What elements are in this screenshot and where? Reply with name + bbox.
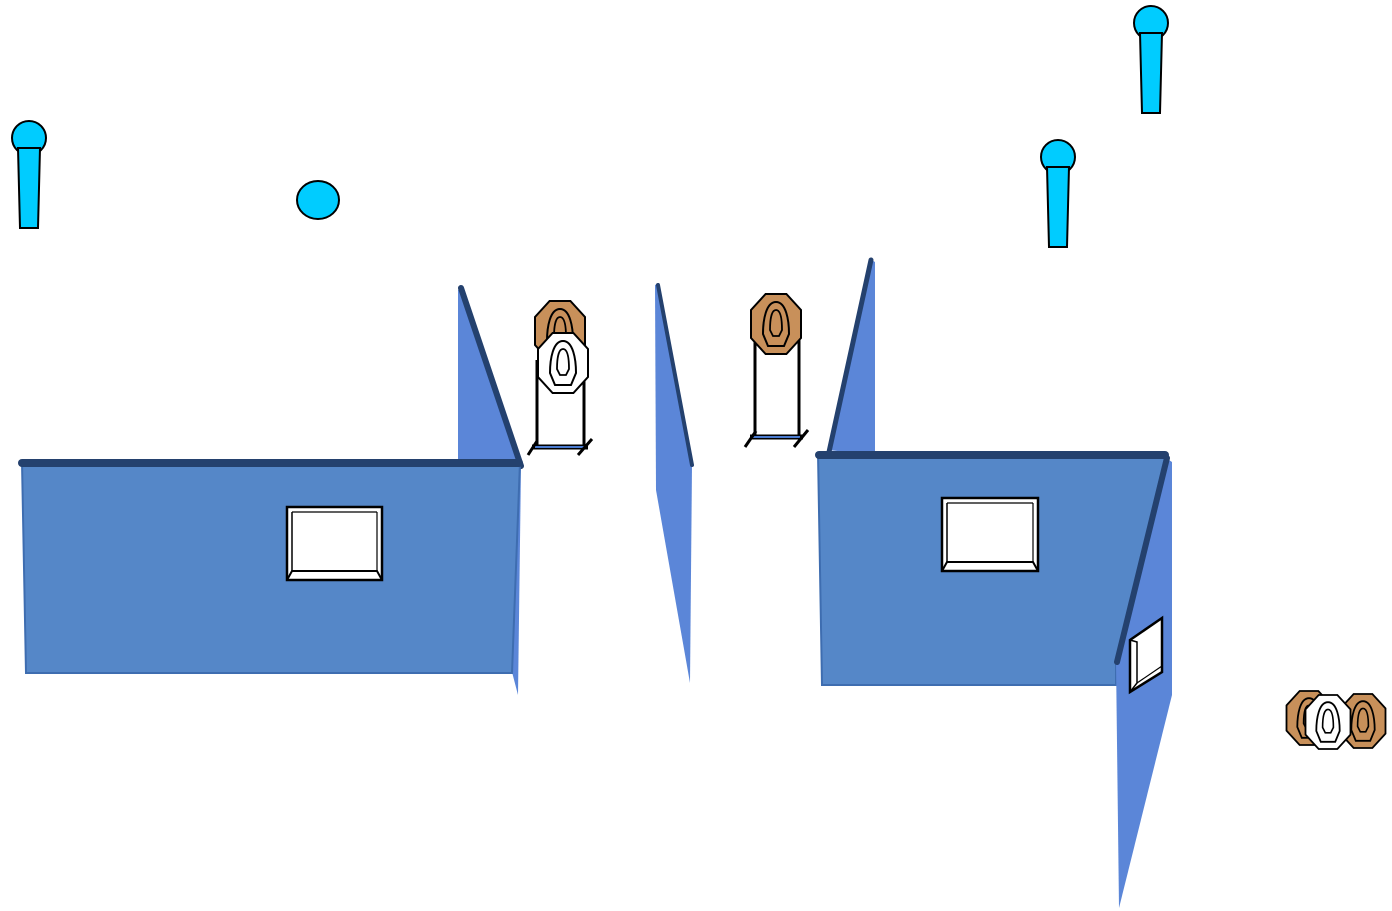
left-wall — [20, 461, 522, 674]
popper-mid-right — [1040, 139, 1076, 248]
right-wing-edge — [826, 257, 874, 455]
target-brown-right-stand — [750, 293, 802, 355]
no-shoot-target-left-stand — [537, 332, 589, 394]
steel-plate — [296, 180, 340, 220]
popper-top-left — [11, 120, 47, 229]
target-stand-right — [743, 340, 810, 448]
center-barrier-edge — [656, 283, 694, 467]
right-wall-window — [940, 496, 1040, 573]
left-wall-window — [285, 505, 384, 582]
popper-top-right — [1133, 5, 1169, 114]
right-wall-side-edge — [1114, 455, 1170, 665]
left-wing-edge — [458, 285, 524, 469]
no-shoot-target-far-right — [1304, 694, 1352, 750]
side-window — [1128, 615, 1164, 695]
center-barrier — [655, 283, 692, 683]
